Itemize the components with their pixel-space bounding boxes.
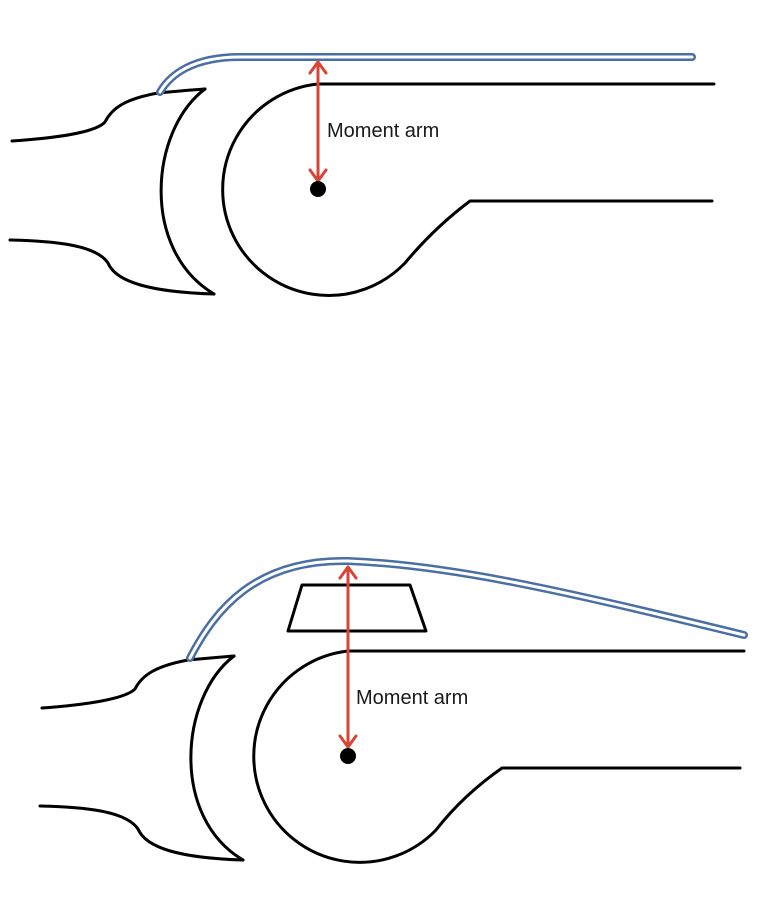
tendon-band [186,556,748,662]
moment-arm-label: Moment arm [327,120,439,142]
patella-outline [286,583,428,633]
tibia-plateau-outline [159,87,216,296]
moment-arm-arrowhead-bottom [338,734,358,749]
tendon-highlight [188,559,746,660]
tibia-lower-outline [8,238,216,296]
joint-center-point [340,748,356,764]
tibia-upper-outline [10,87,207,143]
tendon [186,556,748,662]
moment-arm-arrowhead-top [308,60,328,75]
moment-arm-label: Moment arm [356,687,468,709]
panel-with-patella: Moment arm [38,556,748,864]
joint-center-point [310,181,326,197]
tendon-highlight [158,55,694,94]
panel-without-patella: Moment arm [8,53,716,297]
tendon [156,53,696,96]
tibia-plateau-outline [189,654,245,862]
moment-arm-arrowhead-top [338,565,358,580]
tibia-lower-outline [38,804,245,862]
moment-arm-indicator [338,565,358,749]
femur-outline [252,649,746,864]
tibia-upper-outline [40,654,236,710]
femur-outline [221,82,716,297]
tendon-band [156,53,696,96]
moment-arm-indicator [308,60,328,183]
